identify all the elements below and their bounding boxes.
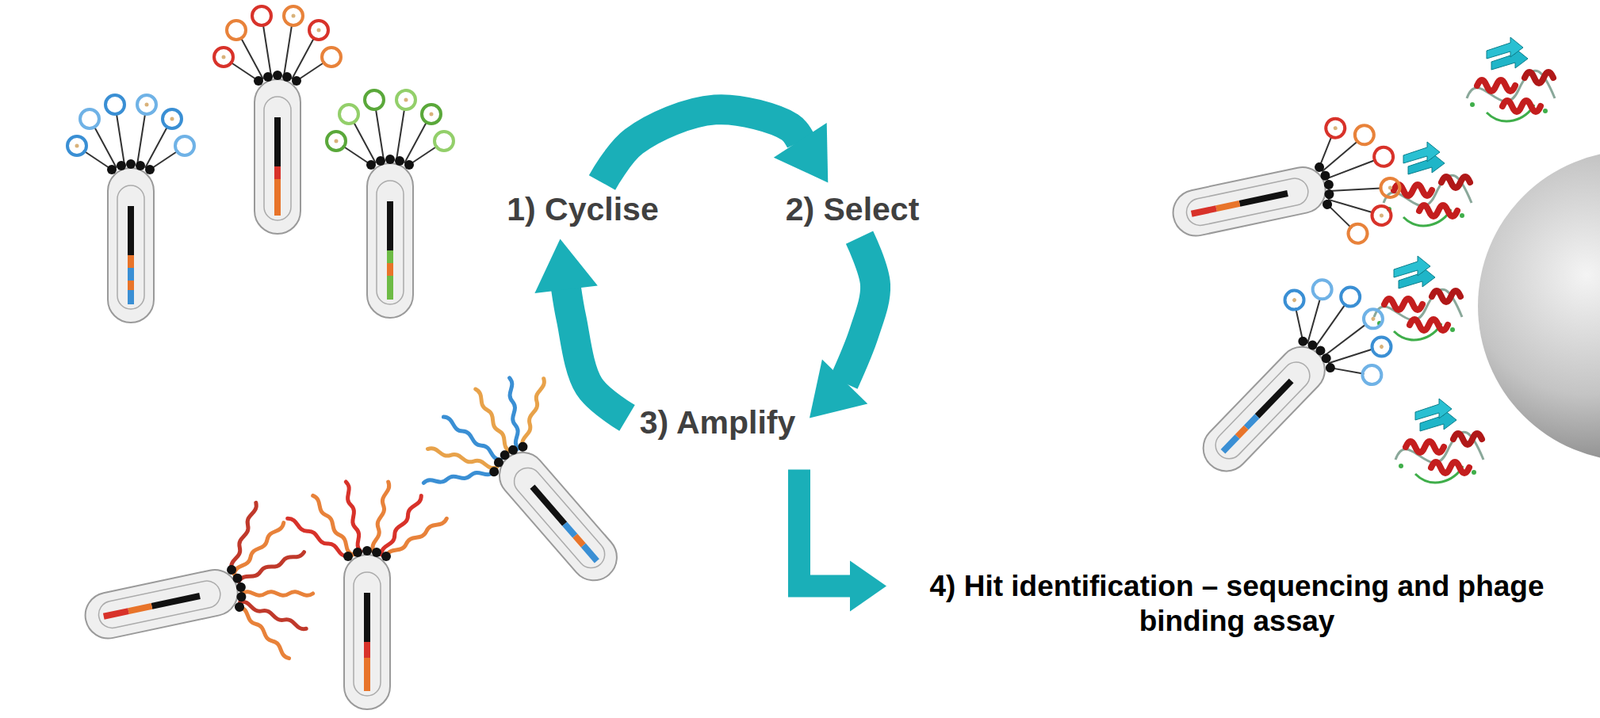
target-protein <box>1466 37 1555 122</box>
phage <box>398 350 670 628</box>
arrow-shaft <box>799 470 852 587</box>
arrow-shaft <box>843 237 876 383</box>
cycle-arrow <box>534 239 628 419</box>
arrow-head <box>849 561 887 613</box>
bead <box>1477 150 1600 462</box>
phage <box>68 493 326 699</box>
step-text: 4) Hit identification – sequencing and p… <box>895 569 1578 640</box>
cycle-arrow <box>809 237 876 419</box>
step-text: 3) Amplify <box>638 403 797 443</box>
arrow-shaft <box>601 109 801 183</box>
phage <box>286 481 448 710</box>
step-label: 3) Amplify <box>633 400 802 446</box>
phage <box>214 6 341 234</box>
step-text: 2) Select <box>785 190 920 230</box>
arrow-head <box>809 359 868 419</box>
phage <box>326 90 454 318</box>
arrow-shaft <box>566 287 628 418</box>
cycle-arrow <box>799 470 887 613</box>
target-protein <box>1383 141 1472 226</box>
phage <box>1164 256 1414 510</box>
outcome-label: 4) Hit identification – sequencing and p… <box>891 566 1583 644</box>
target-protein <box>1374 256 1463 341</box>
arrow-head <box>773 122 829 183</box>
phage <box>67 95 195 323</box>
phage <box>1160 108 1410 280</box>
cycle-arrow <box>601 109 828 183</box>
step-label: 1) Cyclise <box>501 187 663 233</box>
arrow-head <box>534 239 598 294</box>
target-protein <box>1395 398 1484 483</box>
step-label: 2) Select <box>780 187 925 233</box>
step-text: 1) Cyclise <box>506 190 659 230</box>
